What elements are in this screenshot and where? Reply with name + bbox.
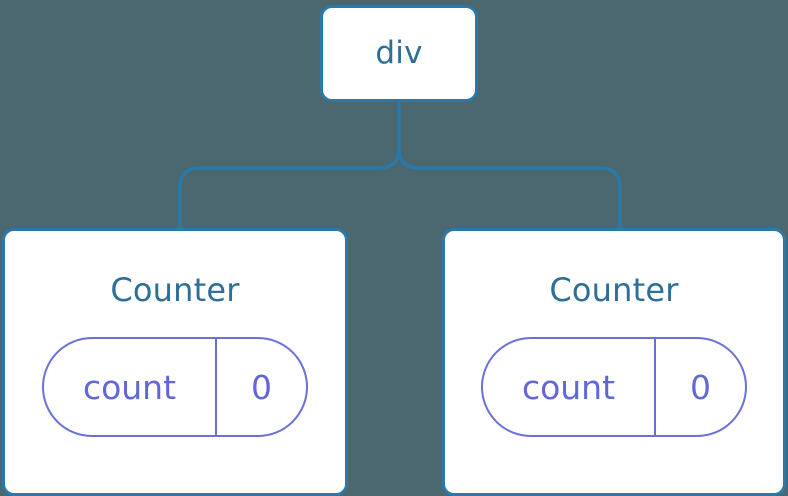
state-value-cell: 0 (217, 339, 306, 435)
node-counter-left[interactable]: Counter count 0 (2, 228, 348, 496)
connector-root-to-right-child (397, 100, 622, 230)
state-key-cell: count (44, 339, 217, 435)
state-key-cell: count (483, 339, 656, 435)
node-root-div[interactable]: div (320, 5, 478, 102)
state-value-label: 0 (251, 367, 272, 407)
root-node-label: div (375, 35, 423, 71)
node-counter-right[interactable]: Counter count 0 (442, 228, 786, 496)
connector-root-to-left-child (178, 100, 401, 230)
state-pill: count 0 (481, 337, 747, 437)
state-pill: count 0 (42, 337, 308, 437)
node-title: Counter (549, 271, 679, 309)
state-value-cell: 0 (656, 339, 745, 435)
state-key-label: count (521, 367, 616, 407)
node-title: Counter (110, 271, 240, 309)
state-value-label: 0 (690, 367, 711, 407)
state-key-label: count (82, 367, 177, 407)
